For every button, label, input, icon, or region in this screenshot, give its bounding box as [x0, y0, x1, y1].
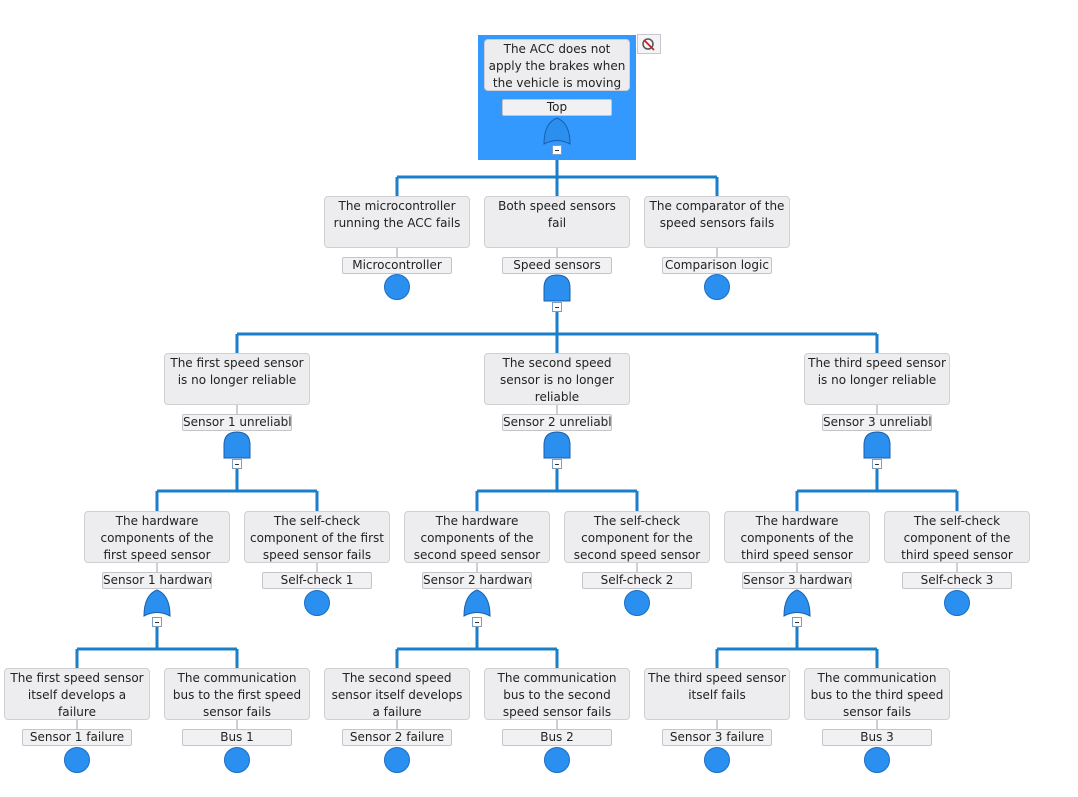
collapse-toggle[interactable]: [552, 302, 562, 312]
event-description[interactable]: The self-check component of the first sp…: [244, 511, 390, 563]
event-label[interactable]: Bus 3: [822, 729, 932, 746]
and-gate-icon[interactable]: [862, 430, 892, 460]
event-label[interactable]: Sensor 3 unreliable: [822, 414, 932, 431]
event-label[interactable]: Self-check 3: [902, 572, 1012, 589]
toolbar-button[interactable]: [637, 34, 661, 54]
event-description[interactable]: The comparator of the speed sensors fail…: [644, 196, 790, 248]
event-description[interactable]: The first speed sensor itself develops a…: [4, 668, 150, 720]
basic-event-icon[interactable]: [704, 274, 730, 300]
event-description[interactable]: The hardware components of the first spe…: [84, 511, 230, 563]
event-label[interactable]: Sensor 3 failure: [662, 729, 772, 746]
event-description[interactable]: The communication bus to the first speed…: [164, 668, 310, 720]
or-gate-icon[interactable]: [782, 588, 812, 618]
event-description[interactable]: Both speed sensors fail: [484, 196, 630, 248]
basic-event-icon[interactable]: [704, 747, 730, 773]
event-description[interactable]: The communication bus to the third speed…: [804, 668, 950, 720]
or-gate-icon[interactable]: [142, 588, 172, 618]
event-label[interactable]: Comparison logic: [662, 257, 772, 274]
event-label[interactable]: Self-check 1: [262, 572, 372, 589]
or-gate-icon[interactable]: [542, 116, 572, 146]
basic-event-icon[interactable]: [384, 747, 410, 773]
collapse-toggle[interactable]: [792, 617, 802, 627]
event-label[interactable]: Sensor 1 failure: [22, 729, 132, 746]
basic-event-icon[interactable]: [304, 590, 330, 616]
collapse-toggle[interactable]: [872, 459, 882, 469]
basic-event-icon[interactable]: [224, 747, 250, 773]
and-gate-icon[interactable]: [222, 430, 252, 460]
and-gate-icon[interactable]: [542, 273, 572, 303]
event-label[interactable]: Bus 1: [182, 729, 292, 746]
event-label[interactable]: Bus 2: [502, 729, 612, 746]
collapse-toggle[interactable]: [552, 145, 562, 155]
top-event-description[interactable]: The ACC does not apply the brakes when t…: [484, 39, 630, 91]
collapse-toggle[interactable]: [152, 617, 162, 627]
event-description[interactable]: The hardware components of the third spe…: [724, 511, 870, 563]
event-description[interactable]: The self-check component of the third sp…: [884, 511, 1030, 563]
basic-event-icon[interactable]: [544, 747, 570, 773]
basic-event-icon[interactable]: [864, 747, 890, 773]
event-description[interactable]: The hardware components of the second sp…: [404, 511, 550, 563]
event-label[interactable]: Sensor 1 hardware: [102, 572, 212, 589]
event-label[interactable]: Self-check 2: [582, 572, 692, 589]
top-event-label[interactable]: Top: [502, 99, 612, 116]
event-label[interactable]: Sensor 3 hardware: [742, 572, 852, 589]
basic-event-icon[interactable]: [624, 590, 650, 616]
collapse-toggle[interactable]: [232, 459, 242, 469]
event-label[interactable]: Sensor 2 unreliable: [502, 414, 612, 431]
event-label[interactable]: Microcontroller: [342, 257, 452, 274]
collapse-toggle[interactable]: [552, 459, 562, 469]
event-description[interactable]: The communication bus to the second spee…: [484, 668, 630, 720]
wrench-no-icon: [641, 36, 657, 56]
event-description[interactable]: The microcontroller running the ACC fail…: [324, 196, 470, 248]
event-label[interactable]: Sensor 2 hardware: [422, 572, 532, 589]
event-description[interactable]: The second speed sensor is no longer rel…: [484, 353, 630, 405]
event-description[interactable]: The third speed sensor is no longer reli…: [804, 353, 950, 405]
event-label[interactable]: Sensor 1 unreliable: [182, 414, 292, 431]
basic-event-icon[interactable]: [384, 274, 410, 300]
event-label[interactable]: Sensor 2 failure: [342, 729, 452, 746]
event-description[interactable]: The self-check component for the second …: [564, 511, 710, 563]
or-gate-icon[interactable]: [462, 588, 492, 618]
event-description[interactable]: The first speed sensor is no longer reli…: [164, 353, 310, 405]
basic-event-icon[interactable]: [944, 590, 970, 616]
event-label[interactable]: Speed sensors: [502, 257, 612, 274]
event-description[interactable]: The second speed sensor itself develops …: [324, 668, 470, 720]
event-description[interactable]: The third speed sensor itself fails: [644, 668, 790, 720]
and-gate-icon[interactable]: [542, 430, 572, 460]
basic-event-icon[interactable]: [64, 747, 90, 773]
collapse-toggle[interactable]: [472, 617, 482, 627]
